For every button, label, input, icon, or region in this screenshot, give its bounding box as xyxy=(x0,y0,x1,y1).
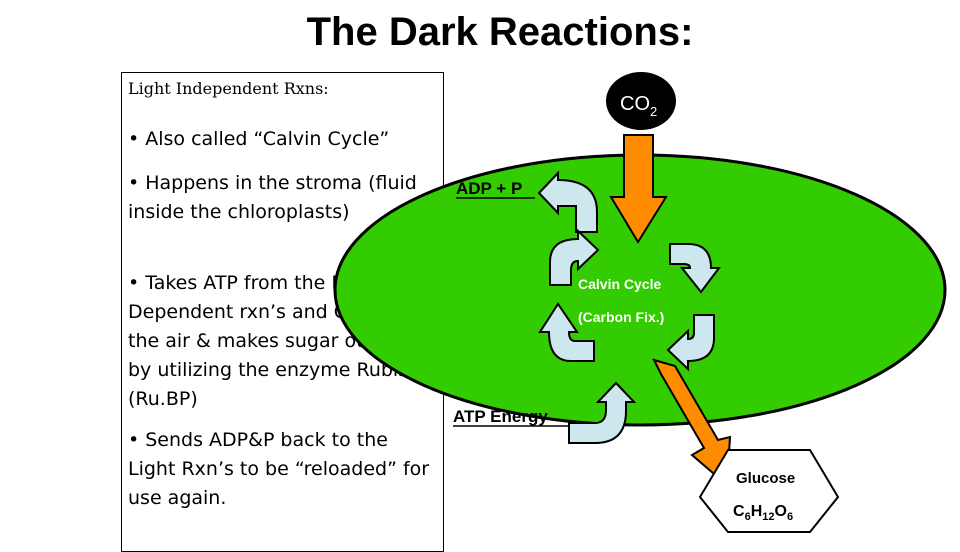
co2-circle xyxy=(606,72,676,130)
bullet-stroma: • Happens in the stroma (fluid inside th… xyxy=(128,172,417,223)
calvin-cycle-label: Calvin Cycle xyxy=(578,276,661,292)
cycle-arrow-left xyxy=(538,302,595,362)
adp-return-arrow xyxy=(537,170,598,233)
adp-p-label: ADP + P xyxy=(456,179,522,198)
page-title: The Dark Reactions: xyxy=(306,10,694,54)
atp-input-arrow xyxy=(568,381,637,444)
glucose-hexagon xyxy=(698,449,840,533)
bullet-adp-p: • Sends ADP&P back to the Light Rxn’s to… xyxy=(128,429,430,509)
cycle-arrow-top xyxy=(549,228,600,286)
cycle-arrow-right xyxy=(669,243,721,294)
glucose-formula: C6H12O6 xyxy=(733,503,793,523)
bullet-calvin-cycle: • Also called “Calvin Cycle” xyxy=(128,128,390,150)
co2-label: CO2 xyxy=(620,93,657,119)
textbox-heading: Light Independent Rxns: xyxy=(128,79,329,98)
carbon-fix-label: (Carbon Fix.) xyxy=(578,309,664,325)
calvin-cycle-diagram: CO2 ADP + P Calvin Cycle (Carbon Fix.) A… xyxy=(333,72,947,533)
glucose-label: Glucose xyxy=(736,470,795,487)
atp-energy-label: ATP Energy xyxy=(453,407,548,426)
cycle-arrow-bottom xyxy=(666,314,715,372)
co2-input-arrow xyxy=(609,134,668,244)
